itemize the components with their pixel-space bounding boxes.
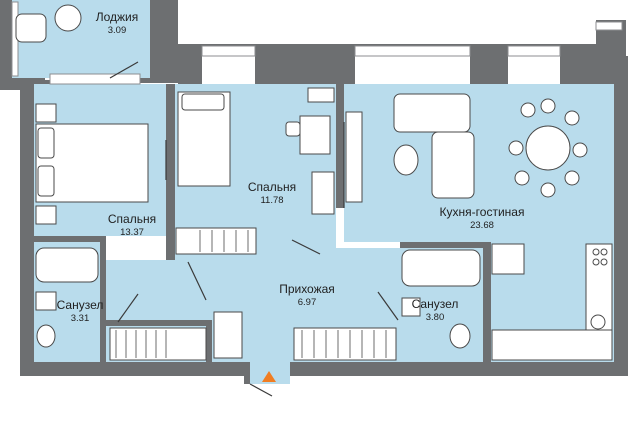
room-label-bathroom-2: Санузел 3.80: [405, 297, 465, 324]
bathtub-2: [401, 249, 481, 287]
room-name: Спальня: [247, 180, 297, 194]
room-area: 3.80: [425, 312, 445, 323]
wardrobe-hatching: [115, 230, 387, 358]
room-name: Прихожая: [279, 282, 335, 296]
bedroom-2-door: [291, 239, 321, 255]
room-name: Кухня-гостиная: [439, 205, 525, 219]
loggia-chair: [15, 13, 47, 43]
room-name: Санузел: [56, 298, 104, 312]
room-area: 23.68: [470, 220, 494, 231]
dining-chair-8: [508, 140, 524, 156]
room-name: Лоджия: [95, 10, 139, 24]
bedroom-2-window: [201, 45, 256, 57]
room-area: 3.31: [70, 313, 90, 324]
bedroom-1-window: [49, 73, 141, 85]
bedroom-2-pillow: [181, 93, 225, 111]
bedroom-2-chair: [285, 121, 301, 137]
washer: [401, 297, 421, 317]
windows: [11, 1, 623, 85]
kitchen-window-2: [507, 45, 561, 57]
dining-table: [525, 125, 571, 171]
dining-chair-7: [514, 170, 530, 186]
bedroom-1-nightstand-1: [35, 103, 57, 123]
bathroom-2-door: [377, 291, 399, 321]
room-label-hallway: Прихожая 6.97: [272, 282, 342, 309]
stove-burner-2: [600, 248, 608, 256]
toilet-2: [449, 323, 471, 349]
room-label-loggia: Лоджия 3.09: [92, 10, 142, 37]
hallway-wardrobe-right: [293, 327, 397, 361]
tv-cabinet: [345, 111, 363, 203]
fridge: [491, 243, 525, 275]
dining-chair-6: [540, 182, 556, 198]
bedroom-2-wardrobe: [175, 227, 257, 255]
dining-chair-3: [564, 110, 580, 126]
sink-1: [35, 291, 57, 311]
toilet-1: [36, 324, 56, 348]
bedroom-2-rack: [311, 171, 335, 215]
bedroom-2-desk: [299, 115, 331, 155]
bedroom-1-pillow-2: [37, 165, 55, 197]
sofa-back: [393, 93, 471, 133]
hallway-shoe-rack: [213, 311, 243, 359]
stove-burner-4: [600, 258, 608, 266]
entrance-door: [249, 383, 273, 397]
room-area: 6.97: [297, 297, 317, 308]
room-area: 3.09: [107, 25, 127, 36]
sink: [590, 314, 606, 330]
bathtub-1: [35, 247, 99, 283]
kitchen-window-3: [595, 21, 623, 31]
stove-burner-3: [592, 258, 600, 266]
room-label-kitchen-living: Кухня-гостиная 23.68: [432, 205, 532, 232]
kitchen-living-floor: [344, 84, 614, 242]
room-label-bathroom-1: Санузел 3.31: [52, 298, 108, 325]
loggia-door: [109, 61, 139, 79]
bathroom-1-door: [117, 293, 139, 323]
dining-chair-2: [540, 98, 556, 114]
dining-chair-5: [564, 170, 580, 186]
loggia-table: [54, 4, 82, 32]
bedroom-1-bed: [35, 123, 149, 203]
stove-burner-1: [592, 248, 600, 256]
bedroom-2-shelf: [307, 87, 335, 103]
furniture: [15, 4, 613, 361]
room-name: Спальня: [107, 212, 157, 226]
kitchen-window-1: [354, 45, 471, 57]
hallway-wardrobe-left: [109, 327, 207, 361]
hallway-link-floor: [175, 254, 412, 320]
doors: [109, 61, 399, 397]
room-area: 13.37: [120, 227, 144, 238]
hallway-door: [187, 261, 207, 301]
room-label-bedroom-1: Спальня 13.37: [100, 212, 164, 239]
kitchen-counter-bottom: [491, 329, 613, 361]
sofa-side: [431, 131, 475, 199]
room-name: Санузел: [411, 297, 459, 311]
coffee-table: [393, 144, 419, 176]
bedroom-1-nightstand-2: [35, 205, 57, 225]
dining-chair-4: [572, 142, 588, 158]
room-area: 11.78: [260, 195, 284, 206]
bedroom-1-pillow-1: [37, 127, 55, 159]
entrance-arrow-icon: [262, 371, 276, 382]
room-label-bedroom-2: Спальня 11.78: [240, 180, 304, 207]
dining-chair-1: [520, 102, 536, 118]
